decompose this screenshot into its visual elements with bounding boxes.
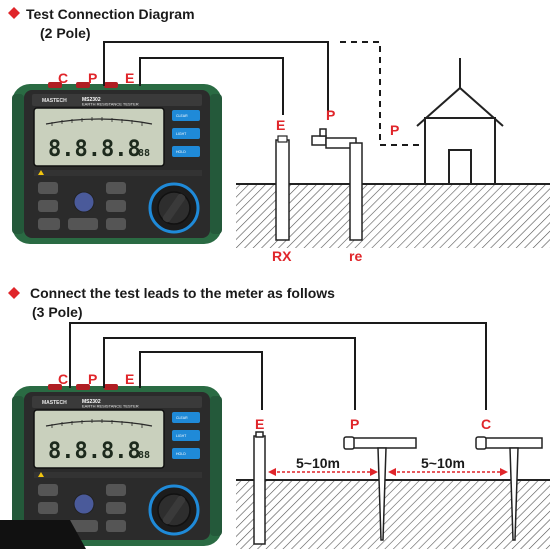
tap-label-p: P [326,107,335,123]
meter-name: EARTH RESISTANCE TESTER [82,404,139,409]
clear-button-label: CLEAR [176,416,188,420]
section-3-pole: Connect the test leads to the meter as f… [0,285,550,549]
house-label-p: P [390,122,399,138]
ground-electrode-rod [275,135,290,241]
distance-arrowheads [268,468,508,476]
earth-resistance-meter-bottom: MASTECH MS2302 EARTH RESISTANCE TESTER 8… [10,382,224,548]
ground-hatch-2 [236,480,550,549]
light-button-label: LIGHT [176,132,187,136]
section2-subtitle: (3 Pole) [32,304,83,320]
terminal-label-p: P [88,70,97,86]
lead-p-wire [103,41,329,115]
meter-name: EARTH RESISTANCE TESTER [82,102,139,107]
clear-button-label: CLEAR [176,114,188,118]
distance-label-1: 5~10m [296,455,340,471]
meter-brand: MASTECH [42,400,67,406]
spike-label-c: C [481,416,491,432]
terminal-label-e: E [125,371,134,387]
water-pipe-faucet-icon [311,128,363,241]
lcd-small-digits: 88 [138,148,150,159]
test-leads-2-pole [103,41,425,146]
section-2-pole: Test Connection Diagram (2 Pole) MASTECH… [8,6,550,264]
distance-label-2: 5~10m [421,455,465,471]
hold-button-label: HOLD [176,150,186,154]
lcd-main-digits: 8.8.8.8 [48,439,141,464]
house-icon [416,58,504,185]
spike-label-e: E [255,416,264,432]
rod-label-e: E [276,117,285,133]
meter-brand: MASTECH [42,98,67,104]
lead-p-dashed-wire [340,41,425,146]
lead-e-wire [139,351,263,410]
corner-badge [0,520,86,549]
section1-title: Test Connection Diagram [26,6,195,22]
bottom-label-rx: RX [272,248,292,264]
terminal-label-c: C [58,371,68,387]
ground-spike-p [343,436,417,541]
ground-spike-c [475,436,543,541]
lead-e-wire [139,57,284,115]
lead-p-wire [103,337,356,410]
bottom-label-re: re [349,248,362,264]
lead-c-wire [69,322,487,410]
earth-resistance-meter-top: MASTECH MS2302 EARTH RESISTANCE TESTER 8… [10,80,224,246]
ground-electrode-e [253,431,266,545]
lcd-main-digits: 8.8.8.8 [48,137,141,162]
section1-subtitle: (2 Pole) [40,25,91,41]
lcd-small-digits: 88 [138,450,150,461]
spike-label-p: P [350,416,359,432]
hold-button-label: HOLD [176,452,186,456]
meter-model: MS2302 [82,97,101,103]
terminal-label-e: E [125,70,134,86]
meter-model: MS2302 [82,399,101,405]
bullet-diamond-icon [8,287,20,299]
terminal-label-c: C [58,70,68,86]
bullet-diamond-icon [8,7,20,19]
light-button-label: LIGHT [176,434,187,438]
section2-title: Connect the test leads to the meter as f… [30,285,335,301]
test-leads-3-pole [69,322,487,410]
terminal-label-p: P [88,371,97,387]
